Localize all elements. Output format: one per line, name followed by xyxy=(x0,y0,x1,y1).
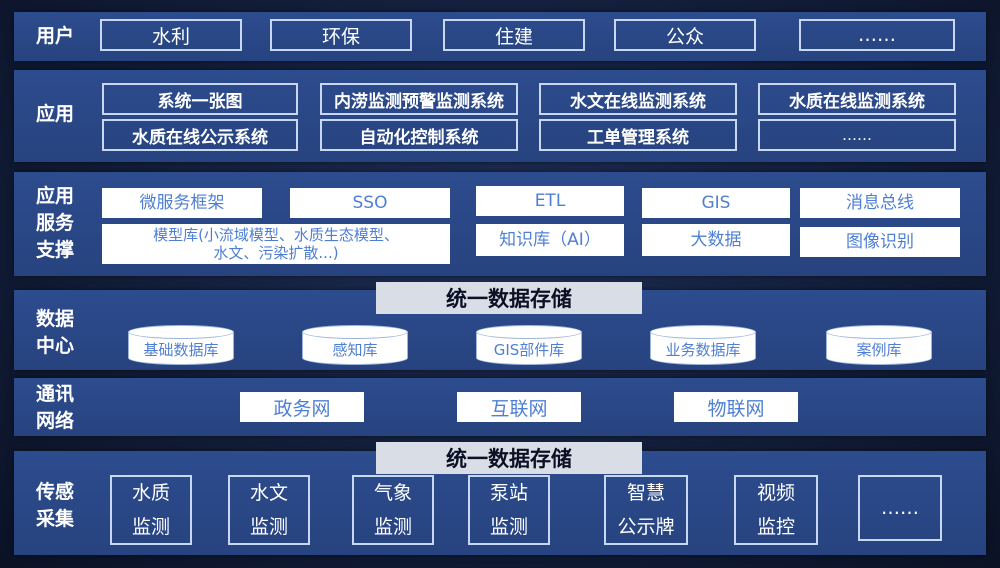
service-support-layer: 应用 服务 支撑 微服务框架 SSO ETL GIS 消息总线 模型库(小流域模… xyxy=(14,172,986,276)
db-case: 案例库 xyxy=(826,325,932,365)
app-auto-control: 自动化控制系统 xyxy=(320,119,518,151)
sensor-meteorology: 气象 监测 xyxy=(352,475,434,545)
app-water-quality-publish: 水质在线公示系统 xyxy=(102,119,298,151)
db-business: 业务数据库 xyxy=(650,325,756,365)
db-perception: 感知库 xyxy=(302,325,408,365)
net-iot: 物联网 xyxy=(674,392,798,422)
app-waterlogging-warning: 内涝监测预警监测系统 xyxy=(320,83,518,115)
sensor-pump-station: 泵站 监测 xyxy=(468,475,550,545)
application-layer: 应用 系统一张图 内涝监测预警监测系统 水文在线监测系统 水质在线监测系统 水质… xyxy=(14,70,986,162)
sensor-hydrology-line1: 水文 xyxy=(249,482,288,504)
user-layer-title: 用户 xyxy=(36,25,75,47)
sensor-smart-board-line1: 智慧 xyxy=(626,482,665,504)
sensor-video: 视频 监控 xyxy=(734,475,818,545)
svc-message-bus: 消息总线 xyxy=(800,188,960,218)
svc-model-library-line1: 模型库(小流域模型、水质生态模型、 xyxy=(153,226,399,244)
unified-storage-banner-bottom: 统一数据存储 xyxy=(376,442,642,474)
db-gis-parts: GIS部件库 xyxy=(476,325,582,365)
sensor-water-quality-line1: 水质 xyxy=(131,482,170,504)
net-internet: 互联网 xyxy=(457,392,581,422)
svc-sso: SSO xyxy=(290,188,450,218)
svc-model-library: 模型库(小流域模型、水质生态模型、 水文、污染扩散...) xyxy=(102,224,450,264)
svc-microservice: 微服务框架 xyxy=(102,188,262,218)
db-basic: 基础数据库 xyxy=(128,325,234,365)
unified-storage-banner-top: 统一数据存储 xyxy=(376,282,642,314)
db-case-label: 案例库 xyxy=(856,341,902,359)
service-support-title-2: 服务 xyxy=(36,212,75,234)
user-more: …… xyxy=(799,19,955,51)
network-title-2: 网络 xyxy=(36,410,75,432)
sensor-hydrology-line2: 监测 xyxy=(249,516,288,538)
app-more: …… xyxy=(758,119,956,151)
svc-knowledge-base: 知识库（AI） xyxy=(476,224,624,256)
sensing-title-1: 传感 xyxy=(36,481,75,503)
app-work-order: 工单管理系统 xyxy=(539,119,737,151)
sensor-video-line2: 监控 xyxy=(756,516,795,538)
sensor-smart-board: 智慧 公示牌 xyxy=(604,475,688,545)
db-gis-parts-label: GIS部件库 xyxy=(493,341,565,359)
user-public: 公众 xyxy=(614,19,756,51)
sensor-more: …… xyxy=(858,475,942,541)
network-title-1: 通讯 xyxy=(36,383,75,405)
sensor-smart-board-line2: 公示牌 xyxy=(617,516,675,538)
sensor-meteorology-line1: 气象 xyxy=(373,482,412,504)
db-business-label: 业务数据库 xyxy=(665,341,741,359)
svc-image-recognition: 图像识别 xyxy=(800,227,960,257)
svc-bigdata: 大数据 xyxy=(642,224,790,256)
sensor-video-line1: 视频 xyxy=(756,482,795,504)
app-water-quality-monitor: 水质在线监测系统 xyxy=(758,83,956,115)
sensor-pump-station-line2: 监测 xyxy=(489,516,528,538)
sensor-hydrology: 水文 监测 xyxy=(228,475,310,545)
user-environment: 环保 xyxy=(270,19,412,51)
sensor-more-line1: …… xyxy=(881,497,919,519)
svc-etl: ETL xyxy=(476,186,624,216)
app-hydrology-monitor: 水文在线监测系统 xyxy=(539,83,737,115)
sensor-meteorology-line2: 监测 xyxy=(373,516,412,538)
sensor-water-quality: 水质 监测 xyxy=(110,475,192,545)
data-center-title-2: 中心 xyxy=(36,335,75,357)
svc-model-library-line2: 水文、污染扩散...) xyxy=(213,244,339,262)
service-support-title-1: 应用 xyxy=(36,185,75,207)
user-water-conservancy: 水利 xyxy=(100,19,242,51)
user-construction: 住建 xyxy=(443,19,585,51)
db-perception-label: 感知库 xyxy=(332,341,378,359)
sensing-title-2: 采集 xyxy=(36,508,75,530)
sensor-pump-station-line1: 泵站 xyxy=(489,482,528,504)
user-layer: 用户 水利 环保 住建 公众 …… xyxy=(14,12,986,61)
svc-gis: GIS xyxy=(642,188,790,218)
app-system-map: 系统一张图 xyxy=(102,83,298,115)
db-basic-label: 基础数据库 xyxy=(143,341,219,359)
network-layer: 通讯 网络 政务网 互联网 物联网 xyxy=(14,378,986,436)
net-government: 政务网 xyxy=(240,392,364,422)
application-layer-title: 应用 xyxy=(36,103,75,125)
sensor-water-quality-line2: 监测 xyxy=(131,516,170,538)
data-center-title-1: 数据 xyxy=(36,308,75,330)
service-support-title-3: 支撑 xyxy=(36,239,75,261)
